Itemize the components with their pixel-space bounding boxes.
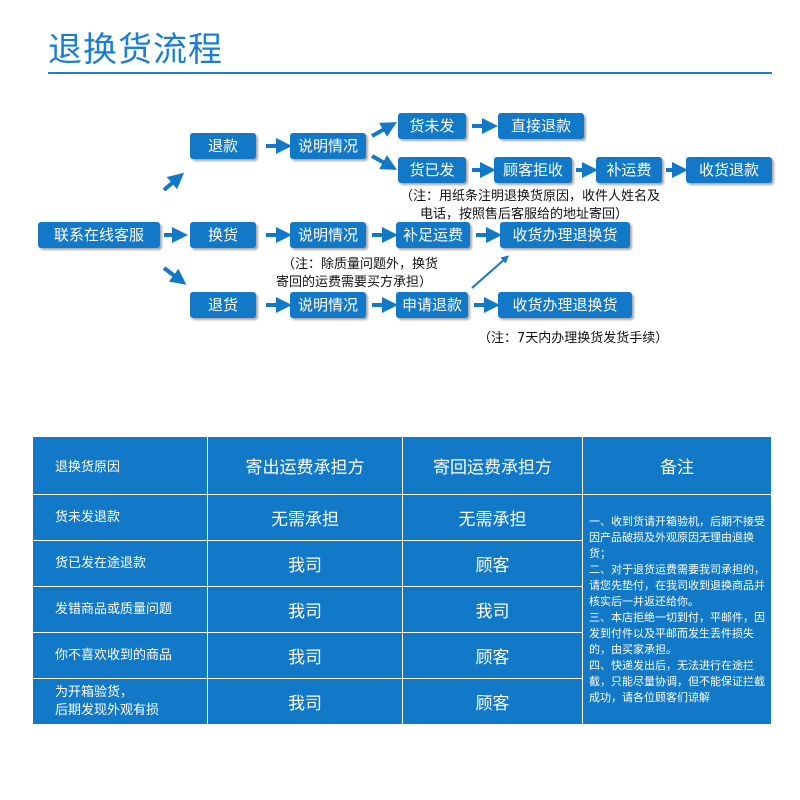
start-box: 联系在线客服 xyxy=(38,222,160,248)
exchange-box: 换货 xyxy=(190,222,256,248)
row-reason: 货已发在途退款 xyxy=(32,540,208,587)
page-title: 退换货流程 xyxy=(48,30,223,70)
arrow-start-refund xyxy=(162,172,185,192)
exchange-explain-box: 说明情况 xyxy=(290,222,366,248)
apply-refund-box: 申请退款 xyxy=(396,292,468,318)
row-reason: 为开箱验货， 后期发现外观有损 xyxy=(32,678,208,725)
table-header-row: 退换货原因 寄出运费承担方 寄回运费承担方 备注 xyxy=(32,436,772,495)
return-explain-box: 说明情况 xyxy=(290,292,366,318)
title-divider xyxy=(48,72,772,74)
row-send-cost: 我司 xyxy=(207,632,403,679)
pay-shipping-box: 补运费 xyxy=(596,157,662,183)
remark-item: 二、对于退货运费需要我司承担的，请您先垫付，在我司收到退换商品并核实后一并返还给… xyxy=(589,562,765,608)
refund-box: 退款 xyxy=(190,133,256,159)
remark-item: 三、本店拒绝一切到付，平邮件，因发到付件以及平邮而发生丢件损失的，由买家承担。 xyxy=(589,610,765,656)
header-remark: 备注 xyxy=(582,436,772,495)
shipped-box: 货已发 xyxy=(398,157,466,183)
note-refund-line2: 电话，按照售后客服给的地址寄回） xyxy=(420,207,629,222)
header-reason: 退换货原因 xyxy=(32,436,208,495)
row-return-cost: 我司 xyxy=(402,586,583,633)
remark-item: 一、收到货请开箱验机，后期不接受因产品破损及外观原因无理由退换货； xyxy=(589,514,765,560)
receive-process-box-return: 收货办理退换货 xyxy=(498,292,632,318)
return-box: 退货 xyxy=(190,292,256,318)
table-row: 货未发退款 无需承担 无需承担 一、收到货请开箱验机，后期不接受因产品破损及外观… xyxy=(32,494,772,725)
row-return-cost: 顾客 xyxy=(402,540,583,587)
note-refund-line1: （注：用纸条注明退换货原因，收件人姓名及 xyxy=(400,189,661,204)
row-send-cost: 我司 xyxy=(207,678,403,725)
note-exchange-line2: 寄回的运费需要买方承担） xyxy=(276,275,433,290)
row-return-cost: 无需承担 xyxy=(402,494,583,541)
row-return-cost: 顾客 xyxy=(402,678,583,725)
direct-refund-box: 直接退款 xyxy=(498,113,584,139)
table-row: 为开箱验货， 后期发现外观有损 我司 顾客 xyxy=(32,678,772,725)
arrow-explain-shipped xyxy=(371,154,397,170)
row-reason: 你不喜欢收到的商品 xyxy=(32,632,208,679)
arrow-explain-notshipped xyxy=(371,122,397,138)
arrow-diagonal-to-process xyxy=(471,255,509,289)
return-policy-table: 退换货原因 寄出运费承担方 寄回运费承担方 备注 货未发退款 无需承担 无需承担… xyxy=(32,436,772,725)
flow-arrows xyxy=(162,118,688,313)
row-return-cost: 顾客 xyxy=(402,632,583,679)
receive-refund-box: 收货退款 xyxy=(686,157,772,183)
header-send-cost: 寄出运费承担方 xyxy=(207,436,403,495)
remark-item: 四、快递发出后，无法进行在途拦截，只能尽量协调，但不能保证拦截成功，请各位顾客们… xyxy=(589,658,765,704)
row-send-cost: 我司 xyxy=(207,540,403,587)
refund-explain-box: 说明情况 xyxy=(290,133,366,159)
row-send-cost: 无需承担 xyxy=(207,494,403,541)
supplement-shipping-box: 补足运费 xyxy=(396,222,470,248)
remark-cell: 一、收到货请开箱验机，后期不接受因产品破损及外观原因无理由退换货； 二、对于退货… xyxy=(582,494,772,725)
note-seven-days: （注：7天内办理换货发货手续） xyxy=(478,331,669,346)
note-exchange-line1: （注：除质量问题外，换货 xyxy=(282,257,439,272)
customer-reject-box: 顾客拒收 xyxy=(494,157,572,183)
row-send-cost: 我司 xyxy=(207,586,403,633)
header-return-cost: 寄回运费承担方 xyxy=(402,436,583,495)
row-reason: 货未发退款 xyxy=(32,494,208,541)
table-row: 你不喜欢收到的商品 我司 顾客 xyxy=(32,632,772,679)
row-reason: 发错商品或质量问题 xyxy=(32,586,208,633)
not-shipped-box: 货未发 xyxy=(398,113,466,139)
receive-process-box-exchange: 收货办理退换货 xyxy=(500,222,630,248)
arrow-start-return xyxy=(162,266,187,285)
